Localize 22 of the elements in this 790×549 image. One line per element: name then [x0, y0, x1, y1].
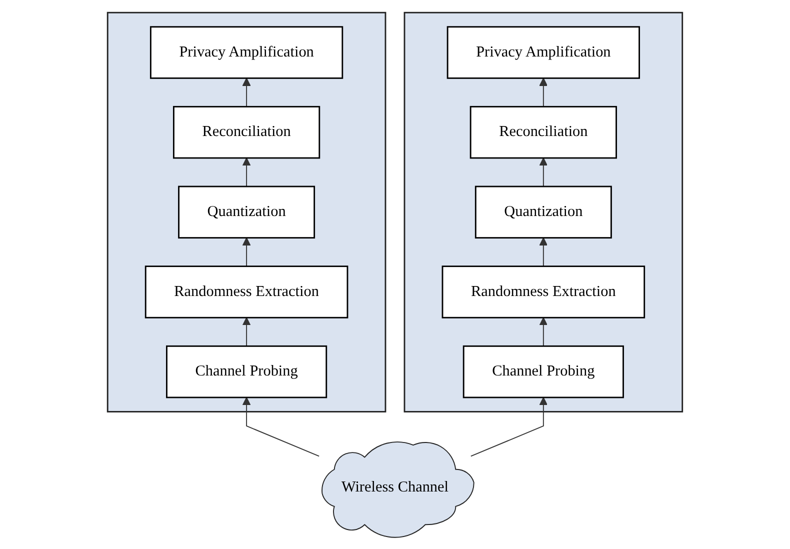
arrow — [539, 236, 548, 266]
arrow — [470, 396, 548, 456]
arrow — [242, 77, 251, 107]
arrow — [539, 77, 548, 107]
node-box: Channel Probing — [462, 344, 624, 398]
node-box: Privacy Amplification — [150, 26, 344, 78]
node-box: Reconciliation — [173, 105, 320, 158]
arrow — [242, 316, 251, 346]
node-box: Reconciliation — [470, 105, 617, 158]
cluster — [404, 11, 684, 412]
cluster — [106, 11, 386, 412]
node-box: Randomness Extraction — [144, 265, 348, 318]
arrow — [539, 316, 548, 346]
node-box: Quantization — [474, 185, 612, 238]
arrow — [242, 396, 320, 456]
node-box: Quantization — [178, 185, 316, 238]
node-box: Randomness Extraction — [442, 265, 646, 318]
node-box: Privacy Amplification — [446, 26, 640, 78]
arrow — [539, 157, 548, 186]
node-box: Channel Probing — [166, 344, 328, 398]
arrow — [242, 157, 251, 186]
arrow — [242, 236, 251, 266]
